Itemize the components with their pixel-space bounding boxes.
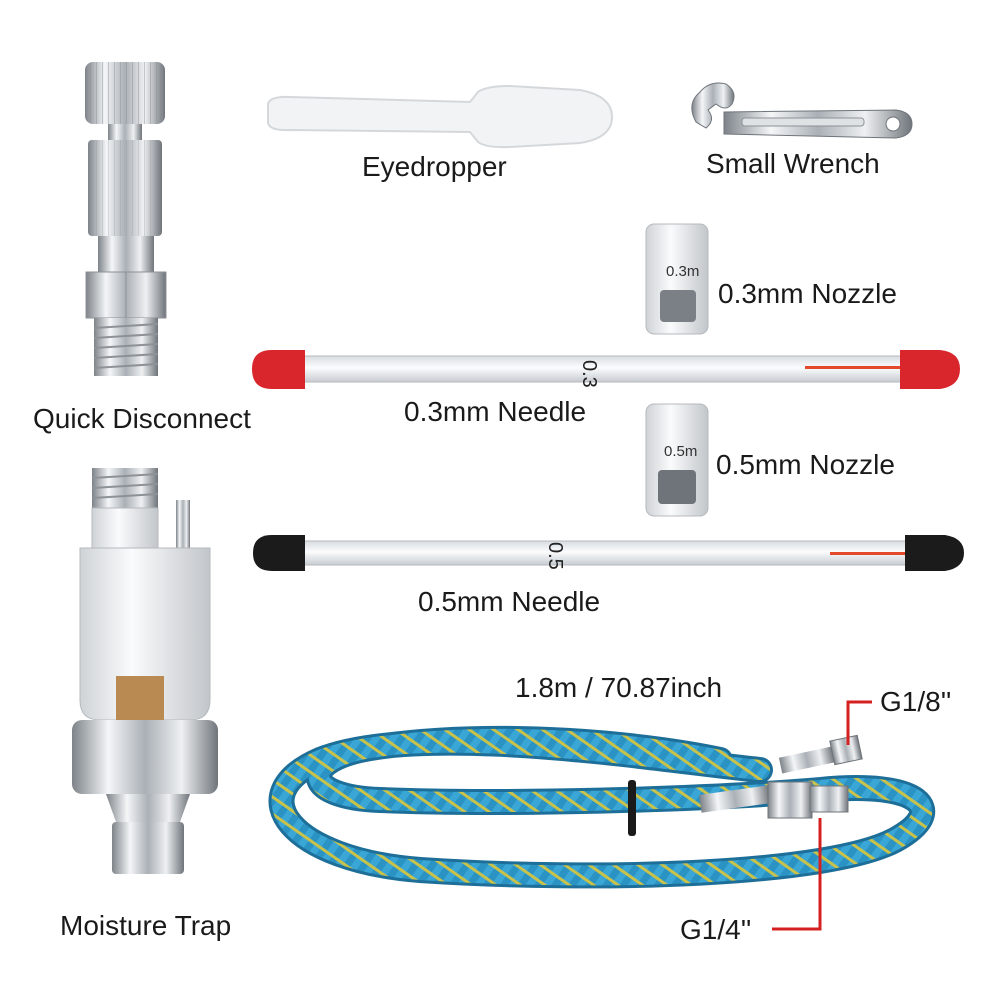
eyedropper-image xyxy=(267,84,614,149)
fitting-callouts xyxy=(772,700,872,931)
needle-05-image: 0.5 xyxy=(253,535,964,571)
label-nozzle-03: 0.3mm Nozzle xyxy=(718,278,897,309)
needle-03-mark: 0.3 xyxy=(578,360,600,388)
needle-05-mark: 0.5 xyxy=(544,542,566,570)
quick-disconnect-image xyxy=(85,62,167,376)
air-hose-image xyxy=(268,725,935,889)
label-hose-length: 1.8m / 70.87inch xyxy=(515,672,723,703)
nozzle-03-image: 0.3m xyxy=(645,223,709,335)
label-eyedropper: Eyedropper xyxy=(362,151,507,182)
label-moisture-trap: Moisture Trap xyxy=(60,910,232,941)
callout-line-g14 xyxy=(772,818,822,931)
nozzle-05-mark: 0.5m xyxy=(664,443,697,460)
nozzle-05-image: 0.5m xyxy=(645,403,709,517)
label-quick-disconnect: Quick Disconnect xyxy=(33,403,251,434)
label-needle-05: 0.5mm Needle xyxy=(418,586,601,617)
label-nozzle-05: 0.5mm Nozzle xyxy=(716,449,895,480)
moisture-trap-image xyxy=(72,468,218,874)
needle-03-image: 0.3 xyxy=(252,350,960,389)
small-wrench-image xyxy=(691,82,913,139)
nozzle-03-mark: 0.3m xyxy=(666,263,699,280)
label-fitting-g18: G1/8'' xyxy=(880,686,952,717)
label-fitting-g14: G1/4'' xyxy=(680,914,752,945)
label-needle-03: 0.3mm Needle xyxy=(404,396,587,427)
callout-line-g18 xyxy=(846,700,872,745)
label-small-wrench: Small Wrench xyxy=(706,148,880,179)
